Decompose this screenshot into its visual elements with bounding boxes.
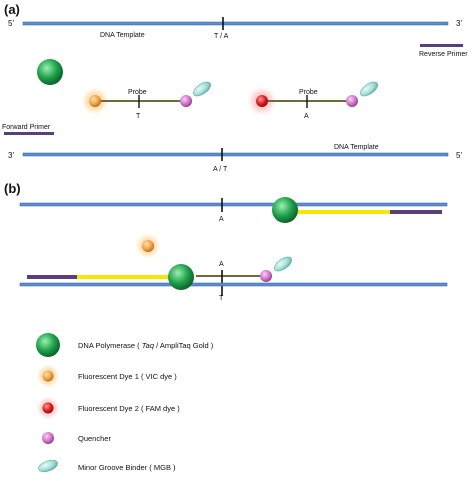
b-extension-bottom — [77, 275, 173, 279]
strand-bottom-3prime: 3’ — [8, 151, 14, 160]
legend-vic-icon — [42, 370, 54, 382]
snp-label-top: T / A — [214, 33, 229, 40]
b-forward-primer — [27, 275, 77, 279]
panel-b-label: (b) — [4, 181, 21, 196]
legend-fam-icon — [42, 402, 54, 414]
legend: DNA Polymerase ( Taq / AmpliTaq Gold ) F… — [36, 333, 214, 473]
vic-mgb — [193, 81, 211, 97]
reverse-primer — [420, 44, 463, 47]
strand-top-5prime: 5’ — [8, 19, 14, 28]
legend-vic-text: Fluorescent Dye 1 ( VIC dye ) — [78, 372, 177, 381]
fam-dye — [256, 95, 268, 107]
legend-mgb-text: Minor Groove Binder ( MGB ) — [78, 463, 176, 472]
reverse-primer-label: Reverse Primer — [419, 51, 468, 58]
legend-polymerase-text: DNA Polymerase ( Taq / AmpliTaq Gold ) — [78, 341, 214, 350]
forward-primer — [4, 132, 54, 135]
vic-dye — [89, 95, 101, 107]
vic-probe-label: Probe — [128, 89, 147, 96]
vic-quencher — [180, 95, 192, 107]
b-base-bottom: T — [219, 295, 224, 302]
b-base-top: A — [219, 216, 224, 223]
fam-probe-base: A — [304, 113, 309, 120]
legend-quencher-icon — [42, 432, 54, 444]
dna-template-strand-top — [22, 21, 449, 26]
snp-label-bottom: A / T — [213, 166, 228, 173]
forward-primer-label: Forward Primer — [2, 124, 51, 131]
b-extension-top — [295, 210, 390, 214]
fam-mgb — [360, 81, 378, 97]
b-template-strand-top — [19, 202, 448, 207]
vic-probe-base: T — [136, 113, 141, 120]
b-polymerase-bottom — [168, 264, 194, 290]
b-polymerase-top — [272, 197, 298, 223]
b-probe-base: A — [219, 261, 224, 268]
dna-template-label-top: DNA Template — [100, 32, 145, 39]
dna-template-label-bottom: DNA Template — [334, 144, 379, 151]
fam-probe-label: Probe — [299, 89, 318, 96]
strand-top-3prime: 3’ — [456, 19, 462, 28]
b-vic-dye-released — [142, 240, 154, 252]
b-template-strand-bottom — [19, 282, 448, 287]
b-quencher — [260, 270, 272, 282]
b-mgb — [274, 256, 292, 272]
legend-quencher-text: Quencher — [78, 434, 111, 443]
panel-a-label: (a) — [4, 2, 20, 17]
b-reverse-primer — [390, 210, 442, 214]
legend-fam-text: Fluorescent Dye 2 ( FAM dye ) — [78, 404, 180, 413]
dna-template-strand-bottom — [22, 152, 449, 157]
strand-bottom-5prime: 5’ — [456, 151, 462, 160]
fam-quencher — [346, 95, 358, 107]
legend-mgb-icon — [38, 459, 58, 473]
polymerase-free — [37, 59, 63, 85]
legend-polymerase-icon — [36, 333, 60, 357]
